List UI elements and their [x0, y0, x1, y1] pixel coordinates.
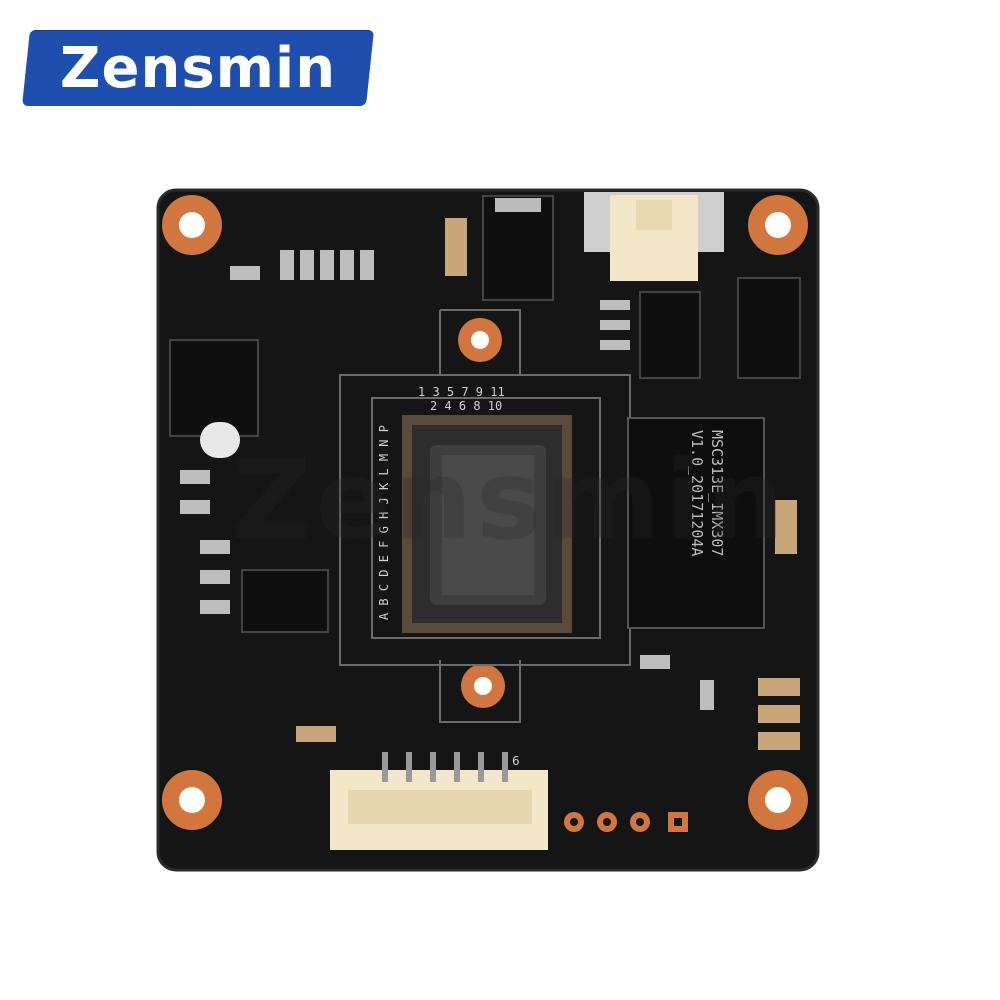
passive-components [296, 218, 800, 750]
connector-pin-label: 6 [512, 754, 520, 768]
chip-label-line2: V1.0_20171204A [688, 430, 706, 556]
chip-label-line1: MSC313E_IMX307 [708, 430, 726, 556]
sensor-pin-numbers-row2: 2 4 6 8 10 [430, 399, 502, 413]
test-pads [564, 812, 688, 832]
top-connector [584, 192, 724, 281]
bottom-connector [330, 752, 548, 850]
sensor-pin-numbers-row1: 1 3 5 7 9 11 [418, 385, 505, 399]
image-sensor [402, 415, 572, 633]
mounting-holes [162, 195, 808, 830]
sensor-pin-letters: A B C D E F G H J K L M N P [377, 425, 391, 620]
soc-chip: MSC313E_IMX307 V1.0_20171204A [627, 417, 765, 629]
brand-logo-text: Zensmin [59, 35, 337, 101]
